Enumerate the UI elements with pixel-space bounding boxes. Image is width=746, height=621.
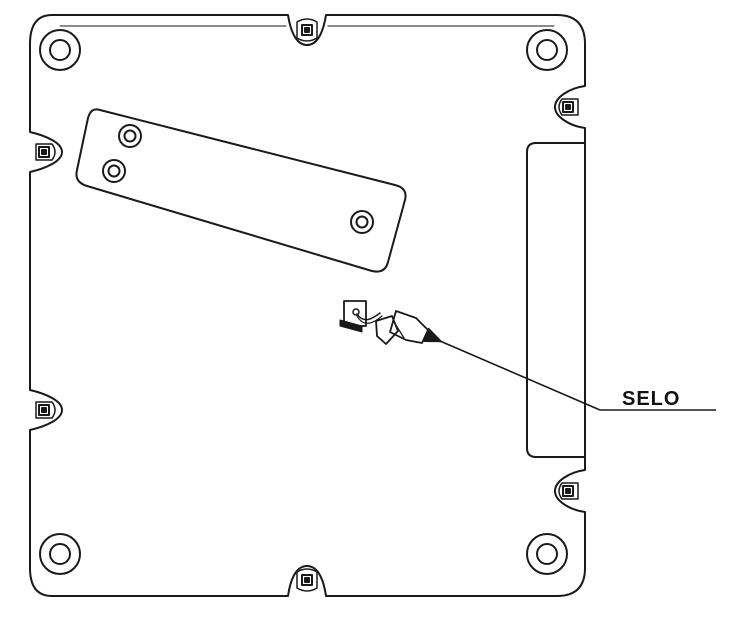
enclosure-outline (29, 14, 586, 597)
corner-hole-bottom-right (526, 533, 568, 575)
seal-component (339, 300, 429, 345)
plate-hole-3 (350, 210, 374, 234)
plate-hole-2 (102, 159, 126, 183)
callout-leader (422, 327, 716, 411)
angled-mounting-plate (75, 108, 407, 273)
corner-hole-top-right (526, 29, 568, 71)
plate-hole-1 (118, 124, 142, 148)
tab-screw-right-lower (558, 482, 579, 500)
tab-screw-top (296, 18, 318, 42)
tab-screw-left-upper (35, 143, 56, 161)
corner-hole-bottom-left (39, 533, 81, 575)
side-connector-panel (526, 142, 586, 458)
tab-screw-right-upper (558, 98, 579, 116)
corner-hole-top-left (39, 29, 81, 71)
tab-screw-left-lower (35, 401, 56, 419)
tab-screw-bottom (296, 568, 318, 592)
seal-callout-label: SELO (622, 388, 680, 410)
